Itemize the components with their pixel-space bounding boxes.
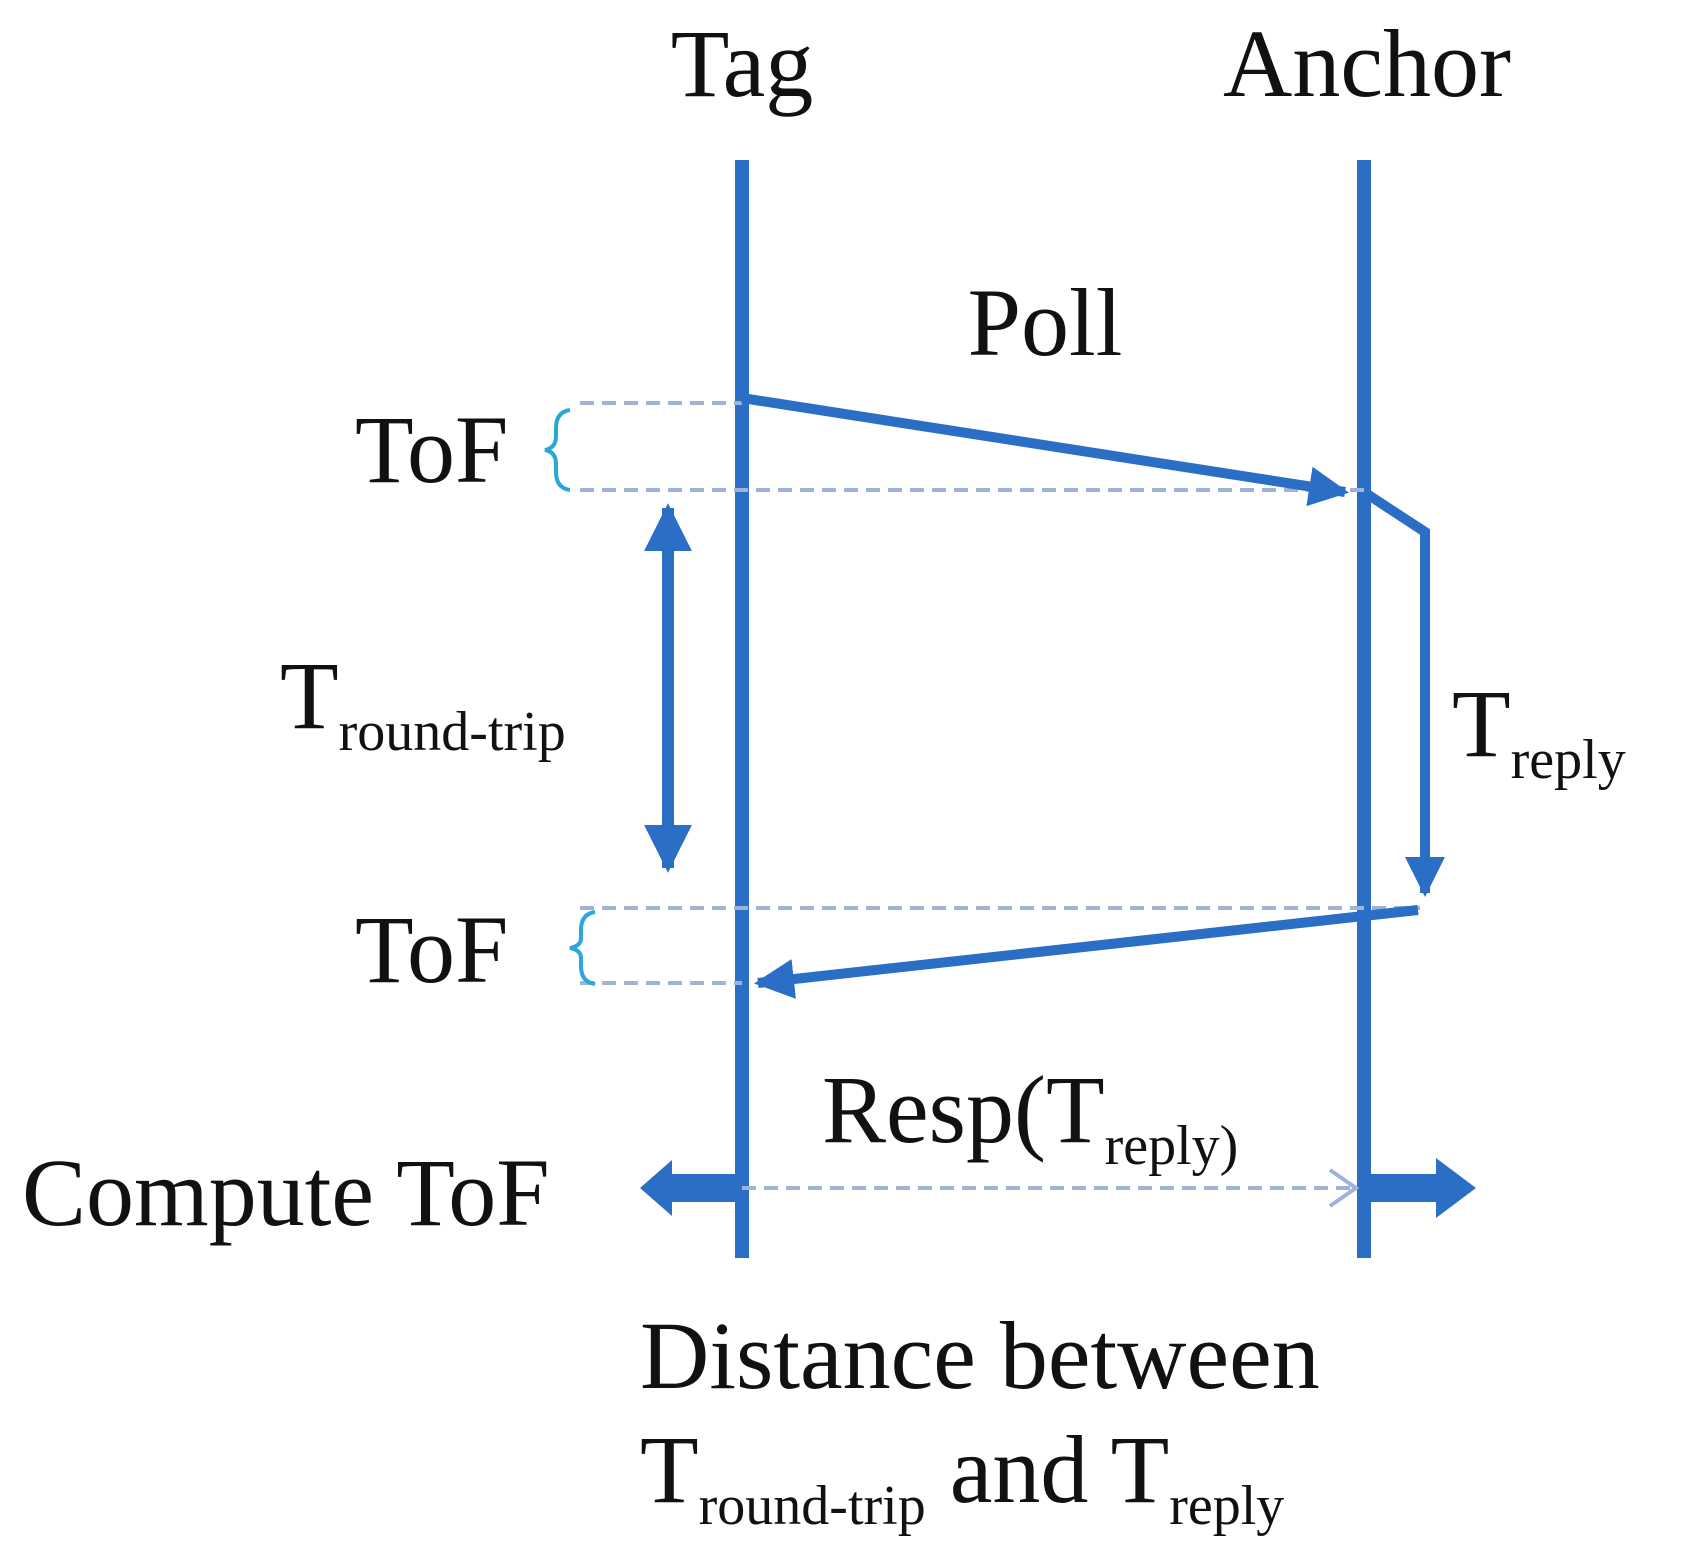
resp-label-prefix: Resp(T — [822, 1056, 1105, 1163]
tof-brace-bottom — [569, 910, 596, 986]
resp-label: Resp(Treply) — [822, 1056, 1238, 1177]
poll-label: Poll — [968, 269, 1123, 376]
tof-bottom-label: ToF — [355, 896, 508, 1003]
resp-label-sub: reply) — [1105, 1115, 1239, 1177]
anchor-label: Anchor — [1223, 10, 1511, 117]
compute-right-thick-arrow — [1364, 1158, 1476, 1218]
compute-left-thick-arrow — [640, 1160, 742, 1216]
caption-round-trip-sub: round-trip — [699, 1475, 926, 1537]
reply-label-main: T — [1452, 670, 1511, 777]
response-arrow — [754, 905, 1419, 999]
time-reference-lines — [580, 401, 1420, 1190]
reply-label-sub: reply — [1511, 729, 1626, 791]
caption-and: and T — [926, 1416, 1170, 1523]
resp-dashed-arrowhead — [1328, 1168, 1360, 1208]
tof-brace-top — [544, 408, 571, 492]
poll-arrow — [741, 393, 1349, 507]
caption-line-2: Tround-trip and Treply — [640, 1416, 1284, 1537]
round-trip-label-sub: round-trip — [339, 701, 566, 763]
tag-label: Tag — [671, 10, 814, 117]
caption-reply-sub: reply — [1169, 1475, 1284, 1537]
caption-line-1: Distance between — [640, 1302, 1320, 1409]
compute-tof-label: Compute ToF — [22, 1139, 550, 1246]
reply-label: Treply — [1452, 670, 1626, 791]
tof-top-label: ToF — [355, 396, 508, 503]
round-trip-label: Tround-trip — [280, 642, 566, 763]
caption-t-round-trip: T — [640, 1416, 699, 1523]
round-trip-label-main: T — [280, 642, 339, 749]
reply-processing-arrow — [1361, 487, 1445, 897]
